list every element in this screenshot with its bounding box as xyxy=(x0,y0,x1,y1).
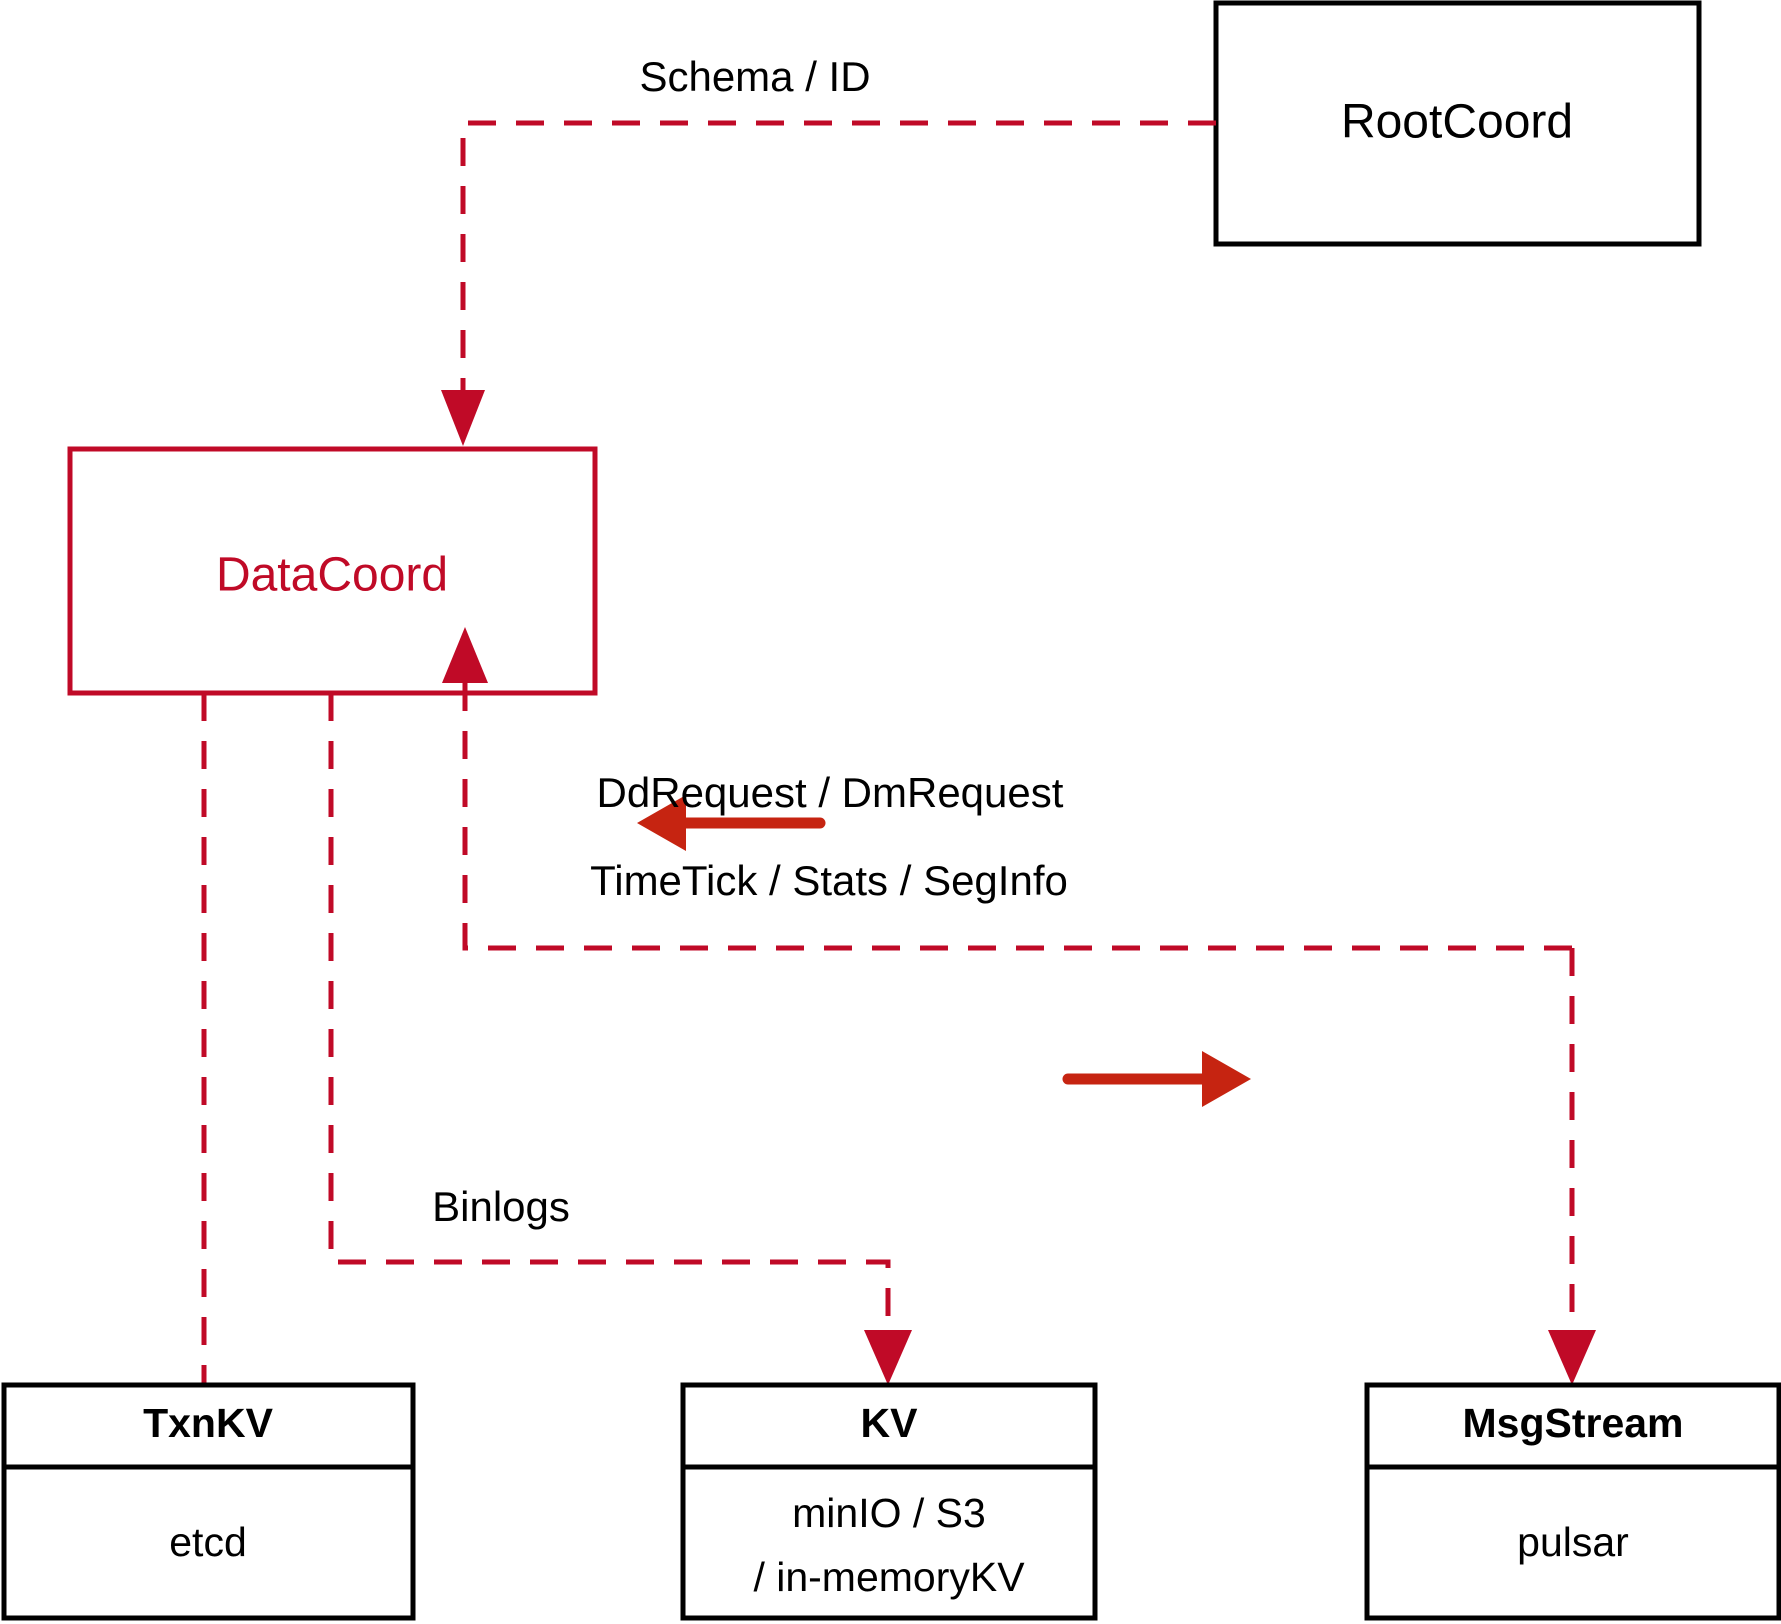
kv-sub-line-2: / in-memoryKV xyxy=(753,1554,1025,1600)
kv-box xyxy=(680,1382,1098,1621)
arrow-left-icon xyxy=(637,795,686,851)
edge-msgstream-datacoord xyxy=(442,627,1572,951)
timetick-stats-seginfo-label: TimeTick / Stats / SegInfo xyxy=(590,857,1068,904)
data-coord-label: DataCoord xyxy=(216,549,448,602)
node-data-coord[interactable]: DataCoord xyxy=(67,446,598,696)
binlogs-arrowhead-icon xyxy=(864,1330,912,1385)
msgstream-datacoord-arrowhead-icon xyxy=(442,627,488,683)
schema-id-arrowhead-icon xyxy=(441,390,485,446)
root-coord-box xyxy=(1213,0,1702,247)
txn-kv-title: TxnKV xyxy=(143,1400,274,1446)
edge-datacoord-msgstream xyxy=(1548,948,1596,1385)
msgstream-datacoord-path xyxy=(462,672,1572,951)
datacoord-msgstream-arrowhead-icon xyxy=(1548,1330,1596,1385)
direction-arrow-outbound: TimeTick / Stats / SegInfo xyxy=(590,857,1251,1107)
ddrequest-dmrequest-label: DdRequest / DmRequest xyxy=(597,769,1064,816)
binlogs-path xyxy=(328,693,891,1340)
txn-kv-sub: etcd xyxy=(169,1519,247,1565)
msg-stream-sub: pulsar xyxy=(1517,1519,1629,1565)
data-coord-box xyxy=(67,446,598,696)
txn-kv-box xyxy=(1,1382,416,1621)
msg-stream-box xyxy=(1364,1382,1781,1621)
msg-stream-title: MsgStream xyxy=(1462,1400,1683,1446)
root-coord-label: RootCoord xyxy=(1341,96,1573,149)
kv-title: KV xyxy=(861,1400,919,1446)
node-txn-kv[interactable]: TxnKV etcd xyxy=(1,1382,416,1621)
node-msg-stream[interactable]: MsgStream pulsar xyxy=(1364,1382,1781,1621)
edge-binlogs: Binlogs xyxy=(328,693,912,1385)
schema-id-label: Schema / ID xyxy=(639,53,870,100)
kv-sub-line-1: minIO / S3 xyxy=(792,1490,986,1536)
schema-id-path xyxy=(460,120,1216,408)
node-kv[interactable]: KV minIO / S3 / in-memoryKV xyxy=(680,1382,1098,1621)
direction-arrow-inbound: DdRequest / DmRequest xyxy=(597,769,1064,851)
edge-schema-id: Schema / ID xyxy=(441,53,1216,446)
node-root-coord[interactable]: RootCoord xyxy=(1213,0,1702,247)
binlogs-label: Binlogs xyxy=(432,1183,570,1230)
arrow-right-icon xyxy=(1202,1051,1251,1107)
